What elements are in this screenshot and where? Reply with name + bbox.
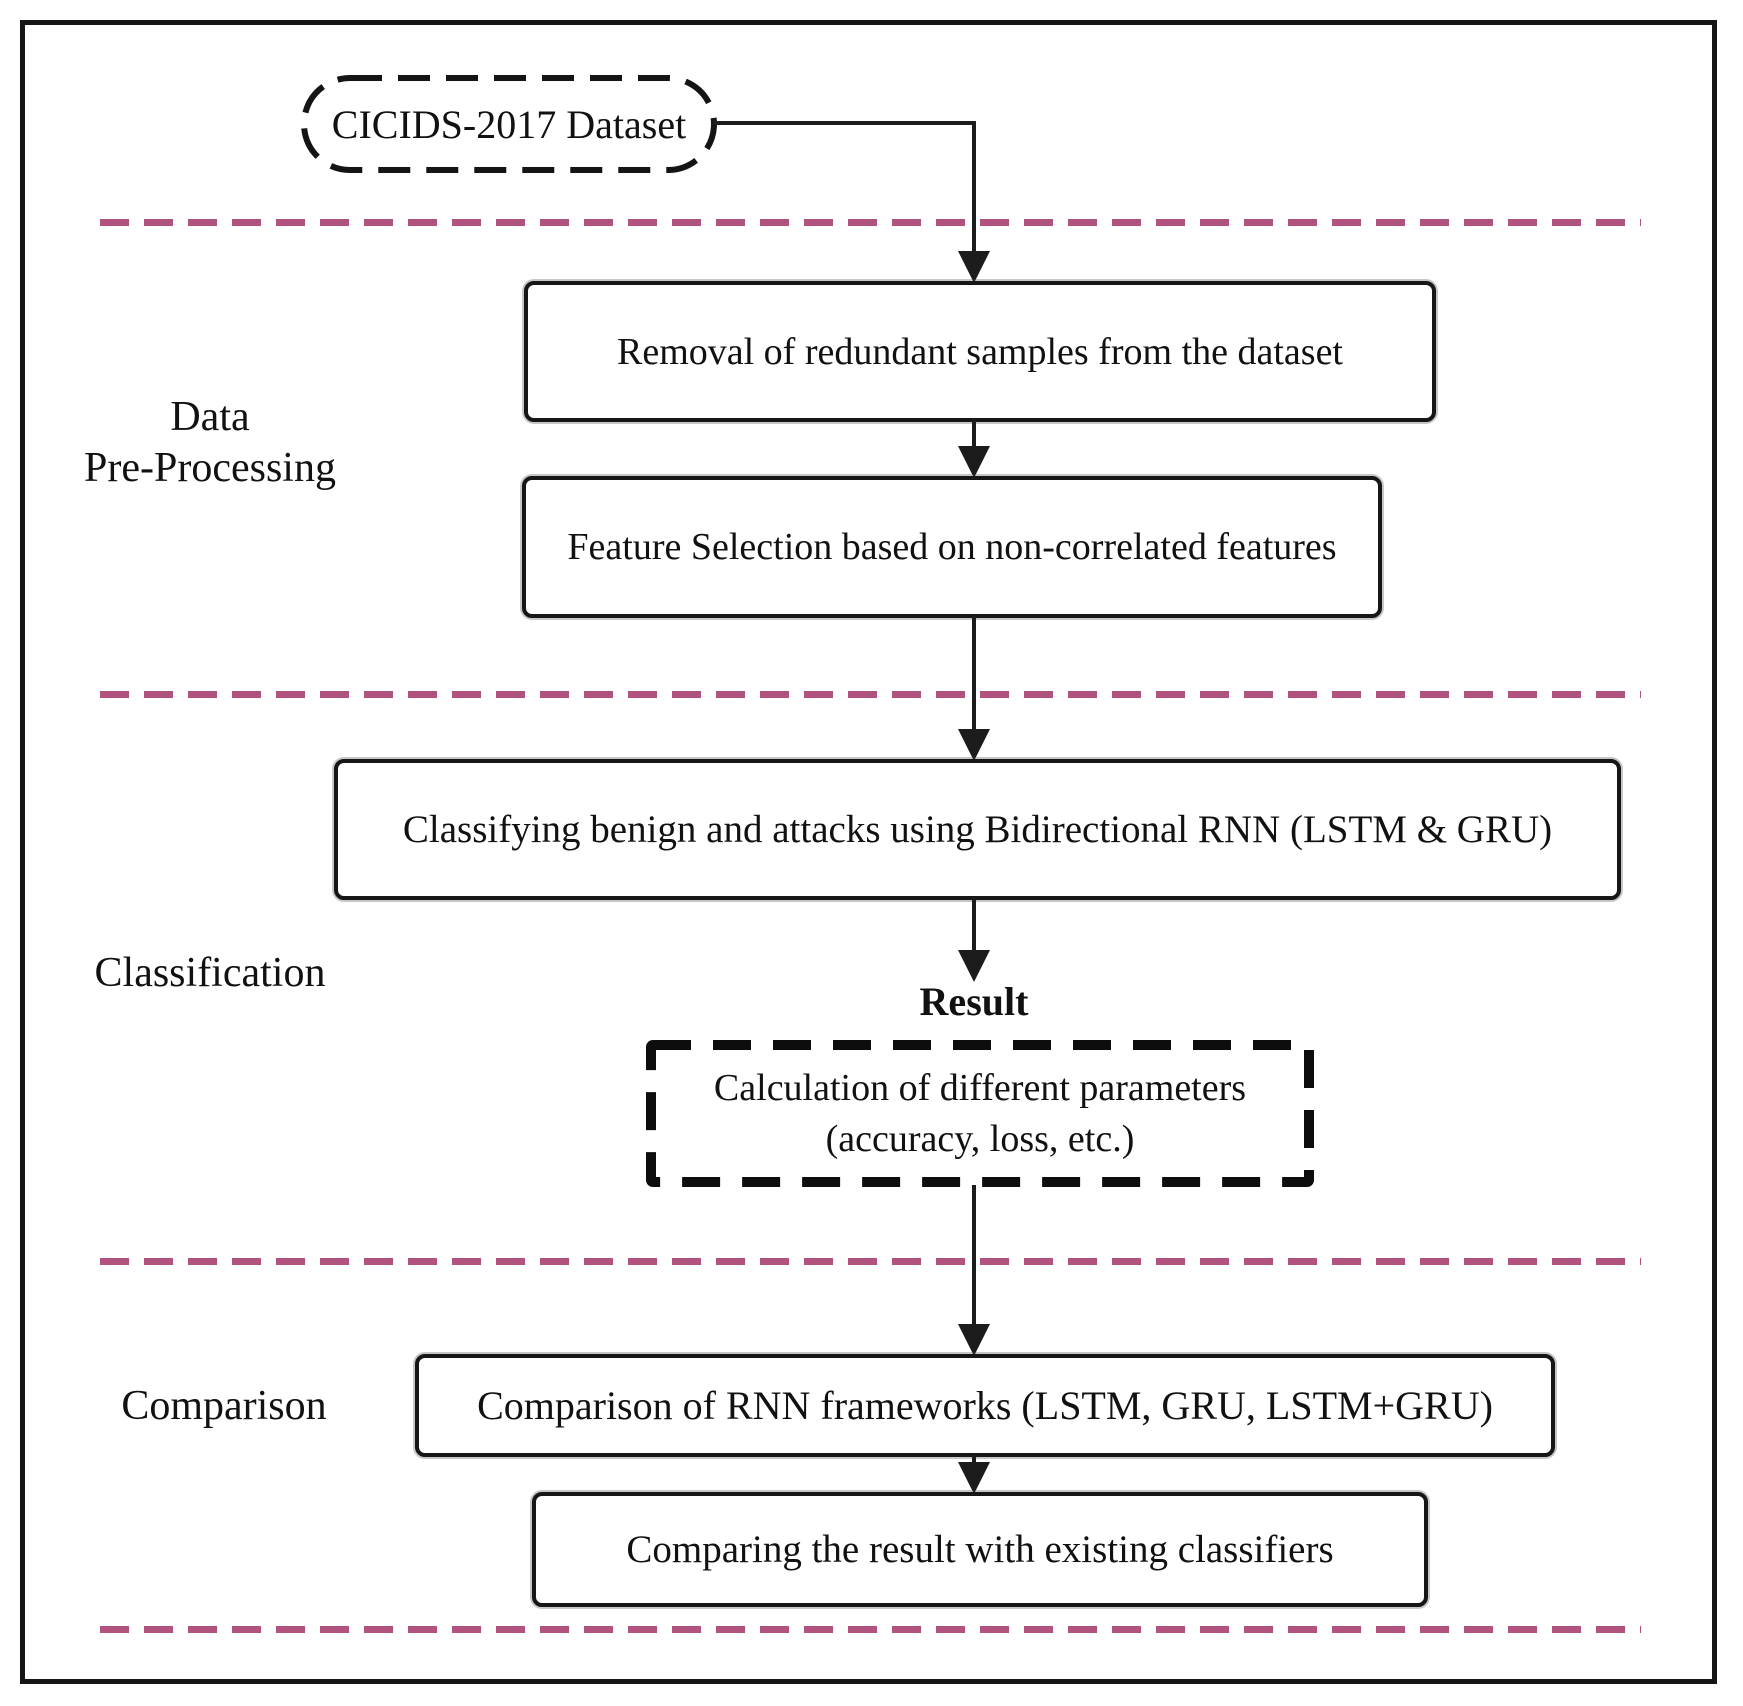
arrow-head [958,446,990,478]
connector-horizontal [713,121,976,125]
node-removal: Removal of redundant samples from the da… [524,281,1436,422]
removal-label: Removal of redundant samples from the da… [616,330,1343,373]
arrow-classify-to-result [958,898,990,982]
node-feature-selection: Feature Selection based on non-correlate… [522,476,1382,618]
calculation-label: Calculation of different parameters (acc… [646,1040,1314,1187]
arrow-head [958,251,990,283]
arrow-head [958,950,990,982]
calculation-dashed-outline [646,1040,1314,1187]
node-compare-rnn: Comparison of RNN frameworks (LSTM, GRU,… [415,1354,1555,1457]
arrow-shaft [972,1455,976,1464]
calculation-label-line1: Calculation of different parameters [713,1067,1247,1110]
arrow-head [958,1462,990,1494]
arrow-shaft [972,420,976,448]
compare-rnn-label: Comparison of RNN frameworks (LSTM, GRU,… [477,1383,1493,1428]
arrow-removal-to-feature [958,420,990,478]
arrow-shaft [972,1185,976,1326]
node-classify: Classifying benign and attacks using Bid… [334,759,1621,900]
section-separator-3 [100,1258,1641,1265]
arrow-dataset-to-removal [958,121,990,283]
section-label-preprocessing: Data Pre-Processing [60,392,360,494]
section-label-comparison: Comparison [121,1383,327,1429]
node-calculation: Calculation of different parameters (acc… [646,1040,1314,1187]
arrow-shaft [972,898,976,952]
arrow-head [958,1324,990,1356]
arrow-shaft [972,121,976,253]
section-separator-2 [100,691,1641,698]
node-compare-existing: Comparing the result with existing class… [532,1492,1428,1607]
feature-selection-label: Feature Selection based on non-correlate… [567,526,1337,568]
section-label-classification: Classification [94,950,326,996]
dataset-label: CICIDS-2017 Dataset [331,101,687,147]
result-label: Result [919,979,1029,1024]
node-dataset: CICIDS-2017 Dataset [300,74,718,174]
preprocessing-label-line1: Data [170,394,250,440]
section-separator-4 [100,1626,1641,1633]
compare-existing-label: Comparing the result with existing class… [626,1528,1334,1571]
arrow-calculation-to-compare [958,1185,990,1356]
arrow-shaft [972,616,976,731]
calculation-label-line2: (accuracy, loss, etc.) [825,1117,1135,1160]
section-separator-1 [100,219,1641,226]
preprocessing-label-line2: Pre-Processing [84,445,336,492]
classify-label: Classifying benign and attacks using Bid… [402,808,1553,851]
arrow-head [958,729,990,761]
arrow-compare-to-existing [958,1455,990,1494]
arrow-feature-to-classify [958,616,990,761]
